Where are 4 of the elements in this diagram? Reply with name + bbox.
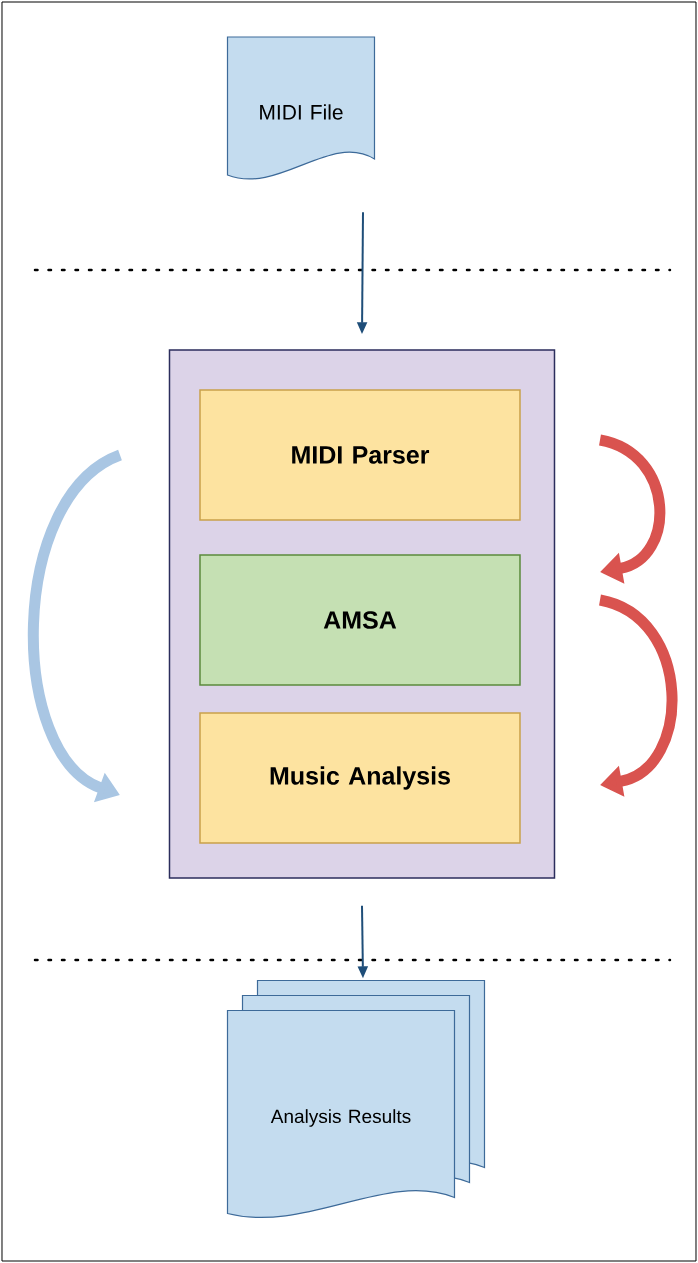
document-stack: Analysis Results xyxy=(226,979,486,1218)
module-box: Music Analysis xyxy=(199,712,521,844)
module-box: MIDI Parser xyxy=(199,389,521,521)
module-box: AMSA xyxy=(199,554,521,686)
